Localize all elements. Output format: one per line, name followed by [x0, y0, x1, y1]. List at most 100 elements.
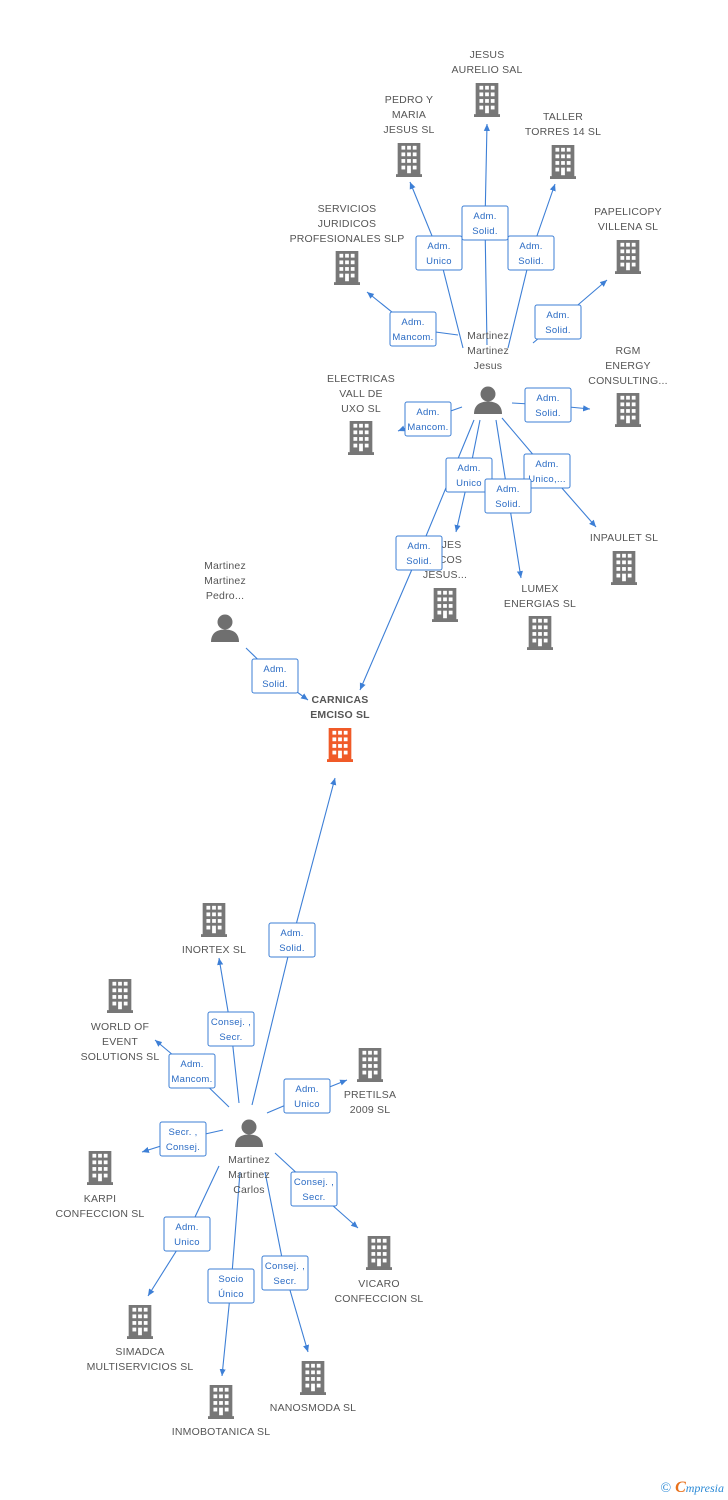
node-label[interactable]: ELECTRICAS — [327, 373, 395, 385]
role-box[interactable] — [283, 1078, 331, 1114]
node-label[interactable]: EMCISO SL — [310, 709, 370, 721]
node-label[interactable]: NANOSMODA SL — [270, 1402, 356, 1414]
node-label[interactable]: Carlos — [233, 1184, 265, 1196]
node-electricas[interactable]: ELECTRICAS VALL DE UXO SL — [327, 373, 395, 455]
role-box[interactable] — [524, 387, 572, 423]
building-icon[interactable] — [366, 1236, 392, 1270]
node-label[interactable]: Martinez — [467, 330, 509, 342]
building-icon[interactable] — [611, 551, 637, 585]
node-label[interactable]: VICARO — [358, 1278, 399, 1290]
role-box[interactable] — [207, 1011, 255, 1047]
node-inmobotanica[interactable]: INMOBOTANICA SL — [172, 1385, 271, 1438]
role-label-jesus-pedromaria[interactable]: Adm.Unico — [415, 235, 463, 271]
node-aurelio[interactable]: JESUS AURELIO SAL — [451, 49, 522, 117]
person-icon[interactable] — [235, 1119, 263, 1148]
building-icon[interactable] — [127, 1305, 153, 1339]
role-label-jesus-rgm[interactable]: Adm.Solid. — [524, 387, 572, 423]
building-icon[interactable] — [615, 393, 641, 427]
node-label[interactable]: ENERGIAS SL — [504, 598, 576, 610]
role-label-carlos-karpi[interactable]: Secr. ,Consej. — [159, 1121, 207, 1157]
role-label-pedro-carnicas[interactable]: Adm.Solid. — [251, 658, 299, 694]
role-box[interactable] — [534, 304, 582, 340]
node-label[interactable]: SIMADCA — [115, 1346, 164, 1358]
node-label[interactable]: RGM — [615, 345, 640, 357]
node-label[interactable]: VILLENA SL — [598, 221, 658, 233]
building-icon[interactable] — [208, 1385, 234, 1419]
building-icon[interactable] — [396, 143, 422, 177]
node-label[interactable]: AURELIO SAL — [451, 64, 522, 76]
node-label[interactable]: JESUS — [470, 49, 505, 61]
role-box[interactable] — [261, 1255, 309, 1291]
node-nanosmoda[interactable]: NANOSMODA SL — [270, 1361, 356, 1414]
node-label[interactable]: KARPI — [84, 1193, 117, 1205]
role-label-jesus-taller[interactable]: Adm.Solid. — [507, 235, 555, 271]
building-icon[interactable] — [348, 421, 374, 455]
person-icon[interactable] — [474, 386, 502, 415]
building-icon[interactable] — [107, 979, 133, 1013]
role-box[interactable] — [523, 453, 571, 489]
role-box[interactable] — [415, 235, 463, 271]
role-box[interactable] — [484, 478, 532, 514]
role-label-carlos-simadca[interactable]: Adm.Unico — [163, 1216, 211, 1252]
node-label[interactable]: INMOBOTANICA SL — [172, 1426, 271, 1438]
node-label[interactable]: MULTISERVICIOS SL — [87, 1361, 194, 1373]
role-label-jesus-electricas[interactable]: Adm.Mancom. — [404, 401, 452, 437]
node-label[interactable]: INPAULET SL — [590, 532, 658, 544]
node-label[interactable]: INORTEX SL — [182, 944, 246, 956]
node-label[interactable]: UXO SL — [341, 403, 381, 415]
node-label[interactable]: SOLUTIONS SL — [81, 1051, 160, 1063]
role-box[interactable] — [268, 922, 316, 958]
node-label[interactable]: ENERGY — [605, 360, 651, 372]
building-icon[interactable] — [87, 1151, 113, 1185]
node-label[interactable]: PEDRO Y — [385, 94, 433, 106]
role-label-jesus-aurelio[interactable]: Adm.Solid. — [461, 205, 509, 241]
node-label[interactable]: JURIDICOS — [318, 218, 376, 230]
node-rgm[interactable]: RGM ENERGY CONSULTING... — [588, 345, 668, 427]
building-icon[interactable] — [300, 1361, 326, 1395]
role-label-carlos-world[interactable]: Adm.Mancom. — [168, 1053, 216, 1089]
node-simadca[interactable]: SIMADCA MULTISERVICIOS SL — [87, 1305, 194, 1373]
node-inortex[interactable]: INORTEX SL — [182, 903, 246, 956]
node-label[interactable]: TALLER — [543, 111, 583, 123]
node-vicaro[interactable]: VICARO CONFECCION SL — [335, 1236, 424, 1305]
building-icon[interactable] — [550, 145, 576, 179]
role-box[interactable] — [507, 235, 555, 271]
node-inpaulet[interactable]: INPAULET SL — [590, 532, 658, 585]
building-icon[interactable] — [615, 240, 641, 274]
node-label[interactable]: Martinez — [467, 345, 509, 357]
node-label[interactable]: CONFECCION SL — [335, 1293, 424, 1305]
role-box[interactable] — [389, 311, 437, 347]
center-building-icon[interactable] — [327, 728, 353, 762]
role-box[interactable] — [445, 457, 493, 493]
node-karpi[interactable]: KARPI CONFECCION SL — [56, 1151, 145, 1220]
role-label-carlos-pretilsa[interactable]: Adm.Unico — [283, 1078, 331, 1114]
node-label[interactable]: Martinez — [204, 575, 246, 587]
role-box[interactable] — [404, 401, 452, 437]
building-icon[interactable] — [334, 251, 360, 285]
role-label-jesus-inpaulet[interactable]: Adm.Unico,... — [523, 453, 571, 489]
role-box[interactable] — [251, 658, 299, 694]
role-box[interactable] — [159, 1121, 207, 1157]
node-label[interactable]: 2009 SL — [350, 1104, 391, 1116]
node-label[interactable]: VALL DE — [339, 388, 382, 400]
node-label[interactable]: CONSULTING... — [588, 375, 667, 387]
building-icon[interactable] — [201, 903, 227, 937]
node-label[interactable]: JESUS SL — [383, 124, 434, 136]
role-box[interactable] — [163, 1216, 211, 1252]
node-label[interactable]: CONFECCION SL — [56, 1208, 145, 1220]
building-icon[interactable] — [474, 83, 500, 117]
role-box[interactable] — [461, 205, 509, 241]
node-pedro[interactable]: MartinezMartinezPedro... — [204, 560, 246, 642]
node-label[interactable]: WORLD OF — [91, 1021, 149, 1033]
node-label[interactable]: Martinez — [228, 1154, 270, 1166]
role-label-jesus-papelicopy[interactable]: Adm.Solid. — [534, 304, 582, 340]
node-label[interactable]: Martinez — [204, 560, 246, 572]
node-label[interactable]: Martinez — [228, 1169, 270, 1181]
role-label-jesus-carnicas[interactable]: Adm.Solid. — [395, 535, 443, 571]
